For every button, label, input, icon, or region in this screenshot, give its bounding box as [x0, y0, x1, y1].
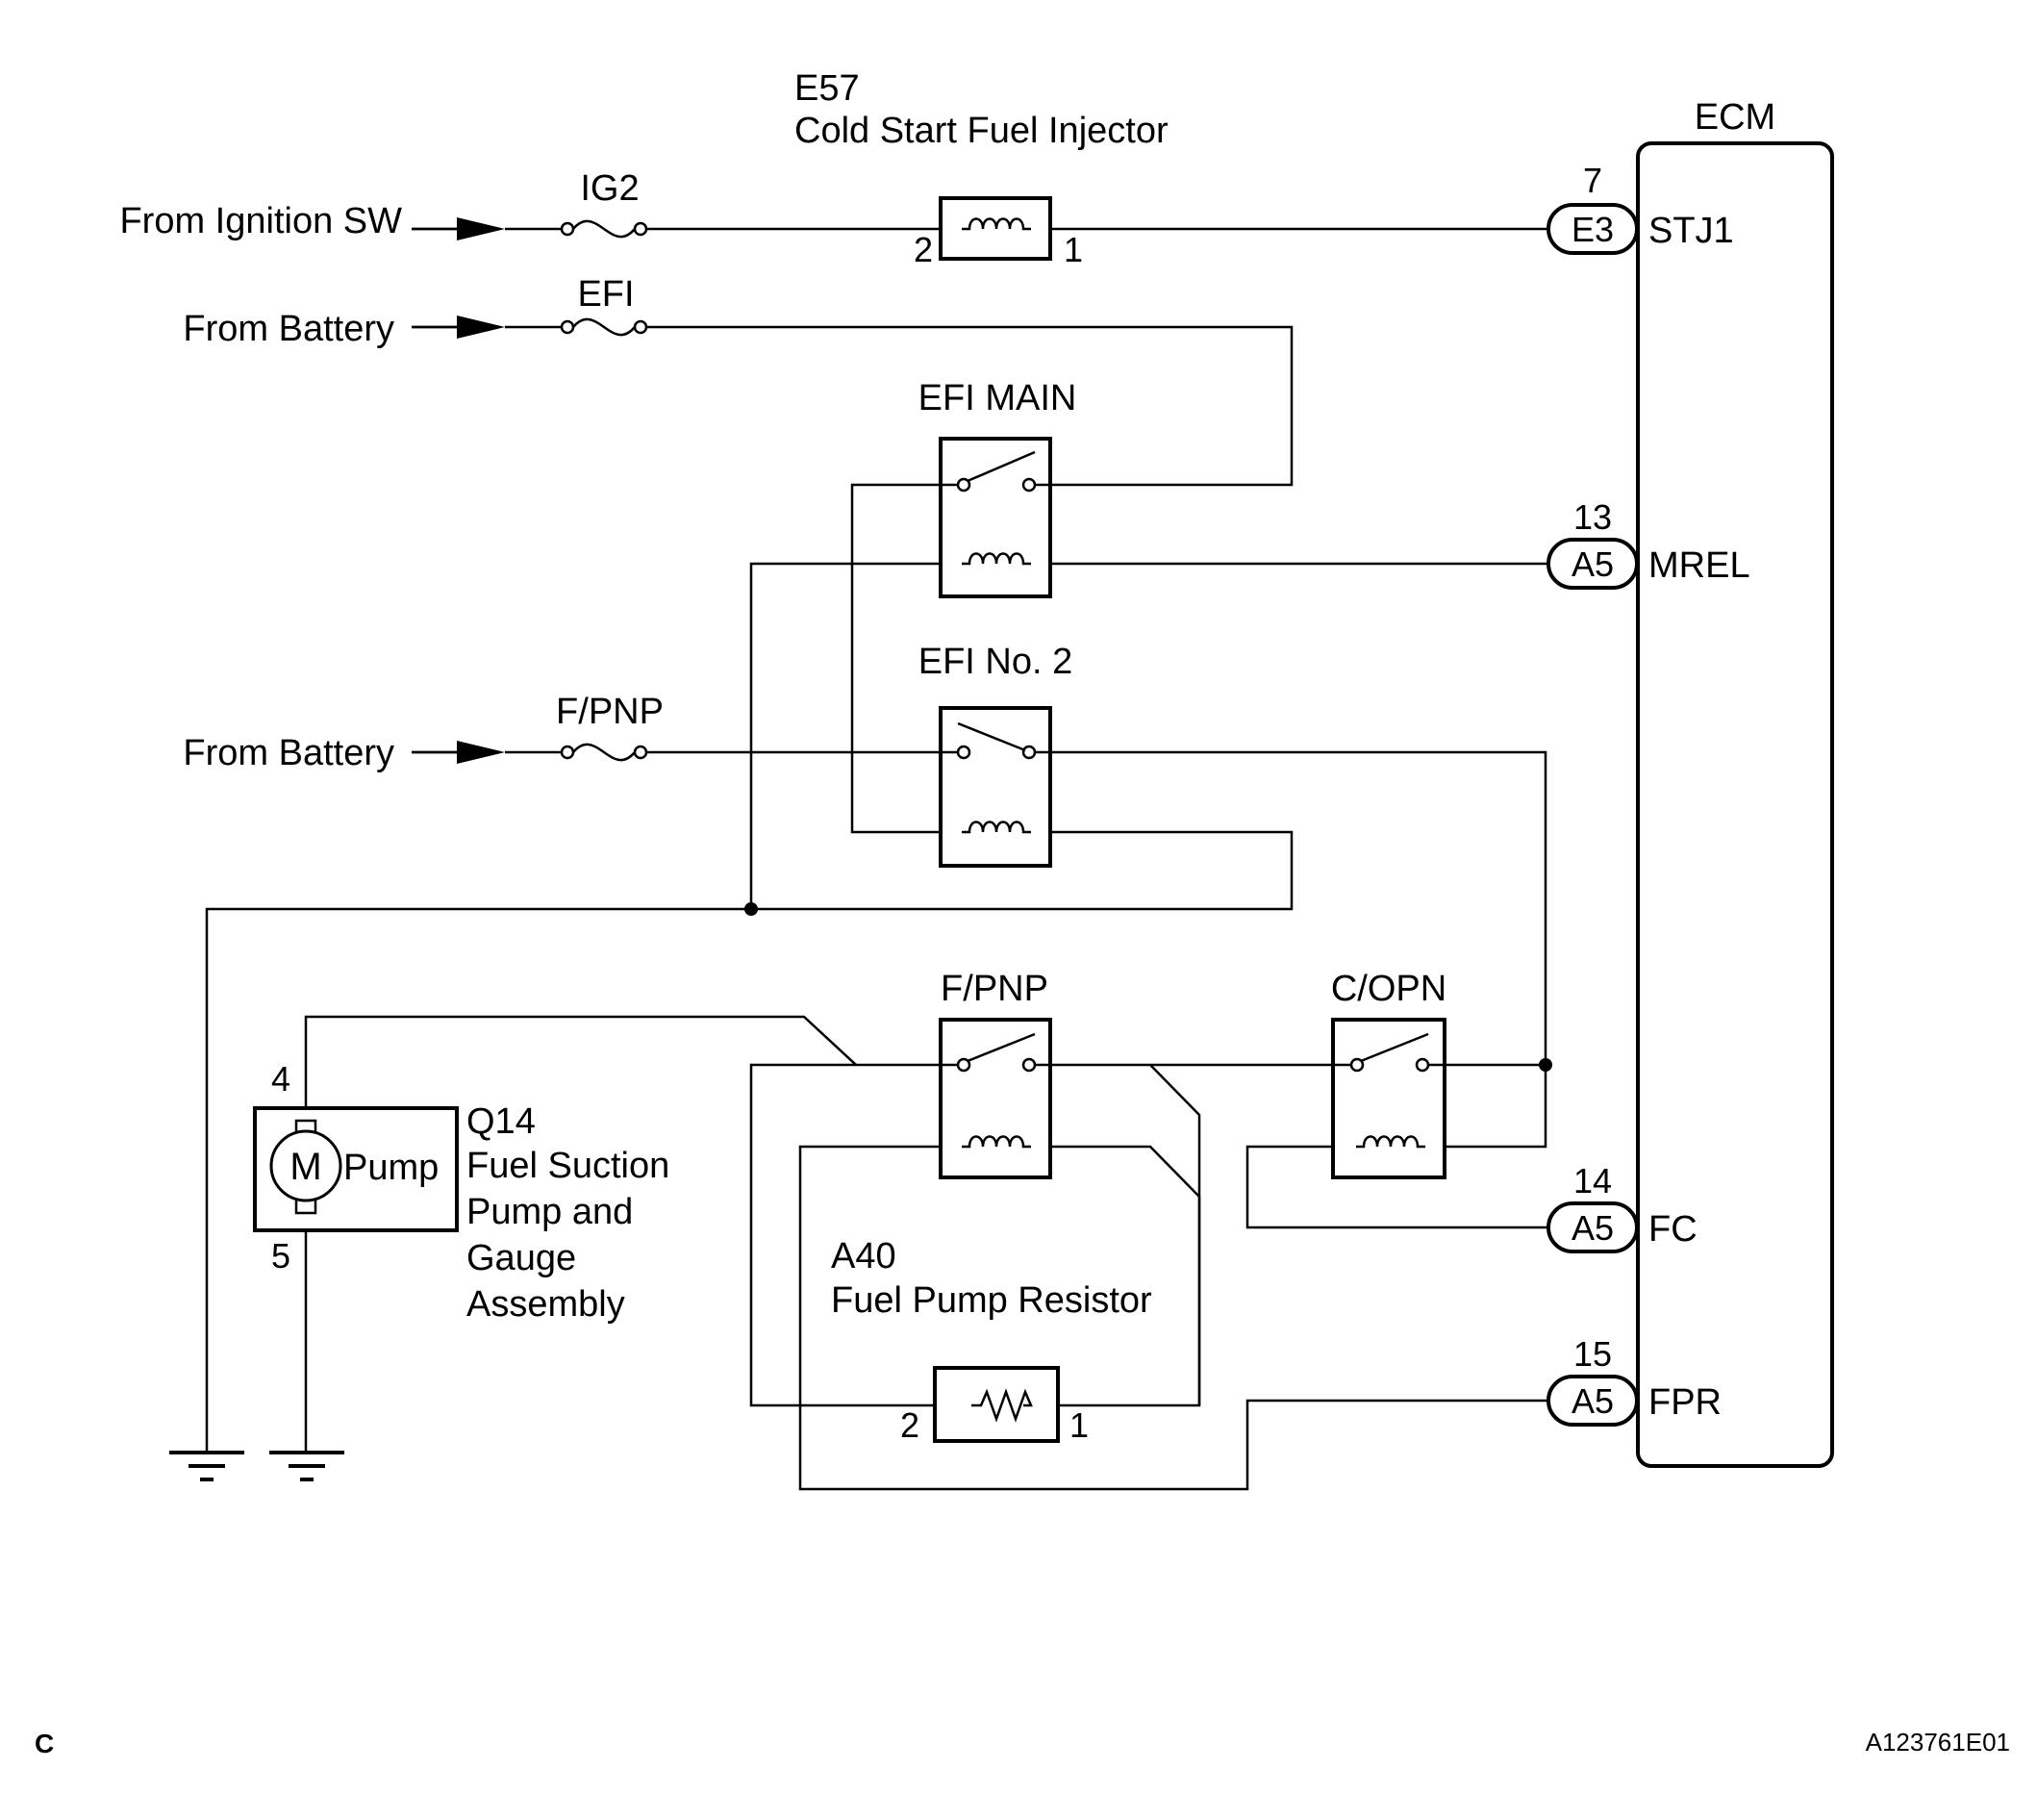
pump-code: Q14	[466, 1101, 536, 1142]
ecm-terminal-name: STJ1	[1648, 211, 1734, 251]
relay-efi-main	[939, 437, 1052, 598]
junction-dot	[744, 902, 758, 916]
ecm-pin-number: 7	[1583, 161, 1602, 200]
ecm-terminal-name: FPR	[1648, 1382, 1722, 1423]
ground-icon	[269, 1451, 344, 1481]
resistor-code: A40	[831, 1236, 896, 1277]
relay-fpnp	[939, 1018, 1052, 1179]
injector-name: Cold Start Fuel Injector	[794, 111, 1169, 151]
relay-copn-label: C/OPN	[1331, 969, 1446, 1009]
ecm-connectors	[1547, 203, 1639, 1427]
connector-a5-fpr	[1547, 1375, 1639, 1427]
relay-copn	[1331, 1018, 1446, 1179]
from-ignition-label: From Ignition SW	[119, 201, 402, 241]
ecm-connector-code: A5	[1572, 544, 1614, 584]
fuel-pump-assembly	[253, 1106, 459, 1232]
ecm-terminal-name: MREL	[1648, 545, 1750, 586]
ground-icon	[169, 1451, 244, 1481]
ecm-connector-code: E3	[1572, 210, 1614, 249]
fuse-fpnp-label: F/PNP	[556, 692, 664, 732]
relay-efi-no2-label: EFI No. 2	[918, 642, 1073, 682]
pump-word: Pump	[343, 1148, 439, 1188]
from-battery-label: From Battery	[183, 733, 394, 773]
connector-a5-fc	[1547, 1201, 1639, 1253]
fuse-efi	[505, 317, 648, 337]
pump-name-line: Pump and	[466, 1192, 633, 1232]
corner-letter: C	[35, 1729, 54, 1758]
fuse-fpnp	[505, 743, 648, 762]
ecm-connector-code: A5	[1572, 1208, 1614, 1248]
ecm-title: ECM	[1695, 97, 1775, 138]
relay-fpnp-label: F/PNP	[941, 969, 1048, 1009]
ecm-pin-number: 13	[1573, 497, 1612, 537]
ecm-connector-code: A5	[1572, 1381, 1614, 1421]
ecm-terminal-name: FC	[1648, 1209, 1698, 1250]
junction-dot	[1539, 1058, 1552, 1072]
arrow-icon	[457, 217, 505, 240]
injector-code: E57	[794, 68, 860, 109]
figure-id: A123761E01	[1866, 1728, 2010, 1757]
pump-name-line: Fuel Suction	[466, 1146, 669, 1186]
connector-a5-mrel	[1547, 538, 1639, 590]
ecm-block	[1636, 141, 1834, 1468]
relay-efi-no2	[939, 706, 1052, 868]
pin-label: 2	[900, 1405, 919, 1445]
pin-label: 1	[1069, 1405, 1089, 1445]
wires	[205, 227, 1547, 1491]
pump-name-line: Gauge	[466, 1238, 576, 1278]
from-battery-label: From Battery	[183, 309, 394, 349]
resistor-name: Fuel Pump Resistor	[831, 1280, 1152, 1321]
pin-label: 1	[1064, 230, 1083, 269]
pin-label: 2	[914, 230, 933, 269]
motor-letter: M	[289, 1146, 321, 1188]
motor-icon	[269, 1129, 342, 1202]
arrow-icon	[457, 741, 505, 764]
relay-efi-main-label: EFI MAIN	[918, 378, 1077, 418]
pin-label: 5	[271, 1236, 290, 1276]
fuse-efi-label: EFI	[577, 274, 634, 315]
ecm-pin-number: 15	[1573, 1334, 1612, 1374]
connector-e3	[1547, 203, 1639, 255]
input-arrows	[412, 217, 505, 764]
fuse-ig2	[505, 219, 648, 239]
fuse-ig2-label: IG2	[580, 168, 639, 209]
ecm-pin-number: 14	[1573, 1161, 1612, 1201]
arrow-icon	[457, 316, 505, 339]
pin-label: 4	[271, 1059, 290, 1099]
cold-start-injector	[939, 196, 1052, 261]
fuel-pump-resistor	[933, 1366, 1060, 1443]
pump-name-line: Assembly	[466, 1284, 625, 1325]
